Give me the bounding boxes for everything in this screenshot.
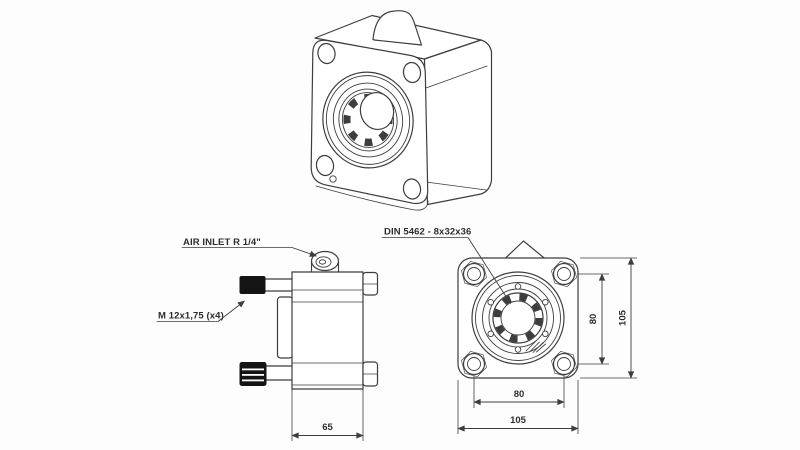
front-hole-top-right [551, 261, 577, 287]
front-hole-top-left [461, 261, 487, 287]
side-air-inlet [310, 250, 340, 274]
front-hole-bottom-left [461, 351, 487, 377]
front-top-tab [503, 240, 547, 261]
iso-flange-thickness [315, 185, 429, 211]
iso-hole-top-left [317, 42, 336, 65]
iso-body-chamfer-bottom [425, 181, 487, 191]
iso-body-chamfer-top [425, 65, 488, 89]
iso-bore [322, 71, 414, 183]
front-hole-bottom-right [551, 351, 577, 377]
dim-front-bolt-vertical: 80 [588, 314, 599, 325]
iso-hole-bottom-left [315, 154, 335, 177]
front-view: 80 105 80 105 [457, 240, 637, 434]
dim-front-width: 105 [510, 415, 527, 426]
side-stud-top [239, 276, 294, 294]
iso-flange-holes [315, 42, 422, 200]
front-bolt-holes [461, 261, 577, 377]
side-hex-bolt-bottom [362, 361, 379, 387]
side-flange-plate [276, 296, 294, 359]
side-hex-bolt-top [362, 271, 379, 296]
side-stud-bottom [239, 362, 294, 386]
side-view: 65 [239, 250, 379, 441]
callouts: AIR INLET R 1/4" M 12x1,75 (x4) DIN 5462… [156, 227, 511, 322]
iso-top-tab [372, 10, 423, 46]
side-dim-depth: 65 [291, 389, 364, 441]
front-dim-overall-width: 105 [457, 380, 579, 434]
spline-spec-label: DIN 5462 - 8x32x36 [384, 227, 471, 238]
iso-bore-back [359, 91, 395, 131]
front-bearing [471, 271, 565, 365]
front-dim-bolt-spacing-vertical: 80 [577, 273, 609, 365]
iso-hole-top-right [402, 61, 422, 84]
front-retainer-screws [487, 283, 549, 353]
front-spline-bore [492, 292, 546, 353]
stud-thread-label: M 12x1,75 (x4) [158, 311, 224, 322]
dim-side-depth: 65 [322, 422, 333, 433]
dim-front-height: 105 [618, 309, 629, 326]
iso-hole-bottom-right [402, 178, 422, 200]
front-dim-bolt-spacing-horizontal: 80 [473, 376, 565, 408]
spline-spec-callout: DIN 5462 - 8x32x36 [381, 227, 511, 304]
air-inlet-label: AIR INLET R 1/4" [183, 237, 261, 248]
dim-front-bolt-horizontal: 80 [514, 389, 525, 400]
iso-right-face [423, 39, 493, 206]
isometric-view [310, 10, 493, 211]
front-dim-overall-height: 105 [580, 257, 637, 379]
air-inlet-callout: AIR INLET R 1/4" [181, 237, 318, 257]
side-body [291, 271, 364, 390]
stud-thread-callout: M 12x1,75 (x4) [156, 300, 245, 322]
front-keyway-hatch [525, 340, 546, 353]
iso-grease-pin [329, 175, 337, 183]
